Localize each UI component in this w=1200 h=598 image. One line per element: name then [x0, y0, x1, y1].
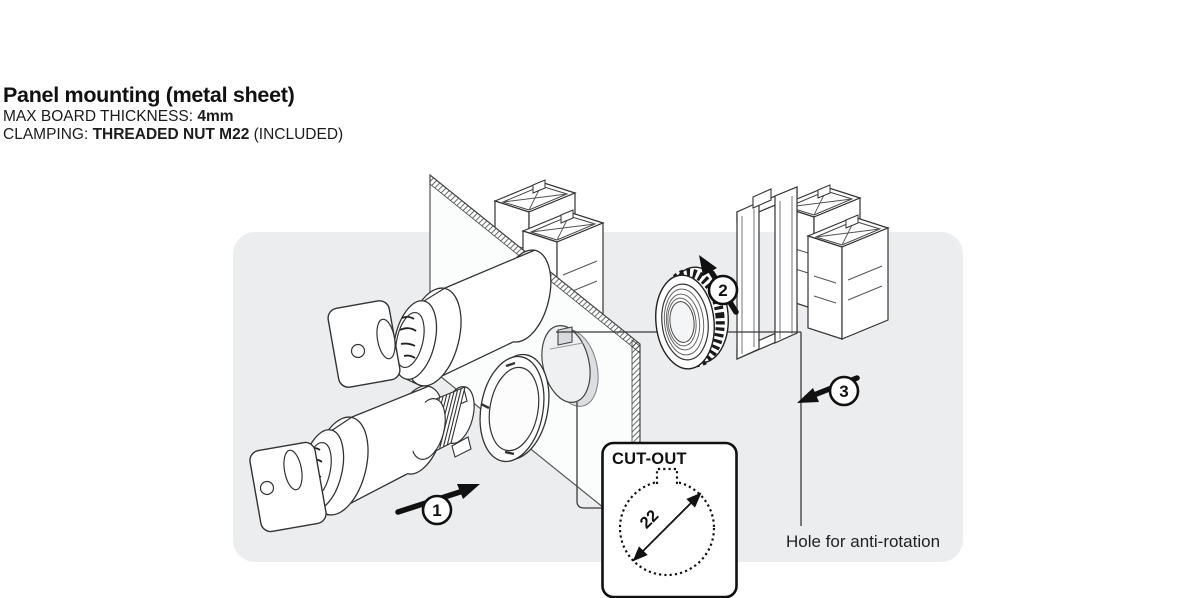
contact-block [807, 214, 889, 340]
spec-clamping-note: (INCLUDED) [249, 126, 344, 143]
fixing-clip [451, 436, 472, 458]
key-switch-upper [327, 249, 552, 388]
step-number-2: 2 [718, 281, 727, 300]
contact-block-assembly [736, 184, 889, 360]
key-head-lower [249, 441, 327, 533]
holder-frame [736, 186, 798, 360]
step-badge-1: 1 [421, 494, 453, 526]
step-number-3: 3 [839, 382, 848, 401]
spec-clamping-label: CLAMPING: [3, 126, 93, 143]
page-title: Panel mounting (metal sheet) [3, 83, 295, 107]
key-grip-slot [376, 318, 396, 360]
leader-hole-to-cutout [576, 402, 602, 509]
spec-clamping: CLAMPING: THREADED NUT M22 (INCLUDED) [3, 126, 343, 144]
holder-top-clip [752, 188, 772, 209]
step-number-1: 1 [432, 501, 441, 520]
cutout-notch [655, 467, 679, 484]
spec-thickness: MAX BOARD THICKNESS: 4mm [3, 108, 343, 126]
cutout-detail-box: CUT-OUT 22 [601, 441, 738, 598]
key-ring-hole [350, 343, 366, 359]
cutout-label: CUT-OUT [612, 450, 687, 468]
key-switch-lower [249, 385, 475, 533]
gasket-tabs [480, 361, 516, 456]
spec-thickness-label: MAX BOARD THICKNESS: [3, 108, 198, 125]
cutout-circle [618, 479, 716, 577]
step-badge-3: 3 [828, 375, 860, 407]
header: Panel mounting (metal sheet) MAX BOARD T… [3, 83, 343, 144]
keyway-detail [399, 316, 417, 359]
key-ring-hole [259, 480, 275, 496]
seal-gasket-ring [479, 353, 550, 463]
spec-thickness-value: 4mm [197, 108, 234, 125]
key-grip-slot [283, 449, 303, 491]
spec-clamping-value: THREADED NUT M22 [92, 126, 250, 143]
step-badge-2: 2 [707, 274, 739, 306]
diameter-dimension-arrow [632, 492, 702, 562]
anti-rotation-annotation: Hole for anti-rotation [786, 532, 940, 551]
anti-rotation-notch [557, 326, 573, 346]
step-markers: 1 2 3 [395, 255, 860, 526]
